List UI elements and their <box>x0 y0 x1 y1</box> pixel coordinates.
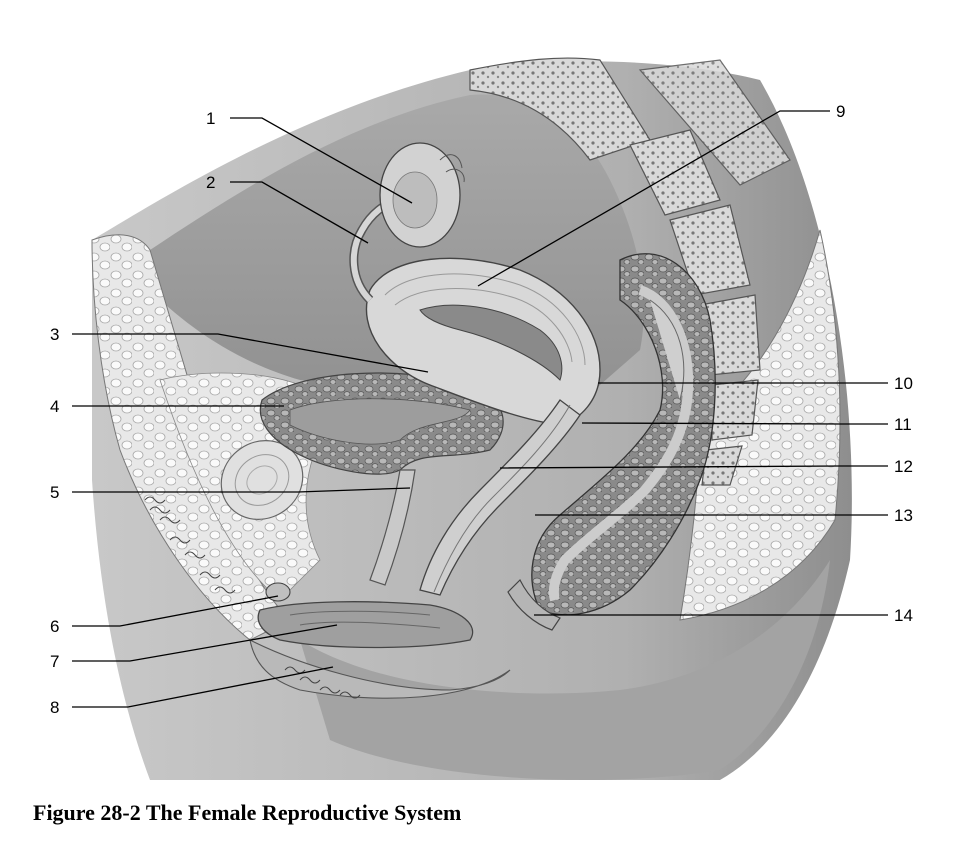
label-4: 4 <box>50 397 59 416</box>
pubic-hair <box>144 496 361 699</box>
leader-line-9 <box>477 110 830 287</box>
label-3: 3 <box>50 325 59 344</box>
leader-line-5 <box>72 487 411 493</box>
label-11: 11 <box>894 415 912 434</box>
leader-line-6 <box>72 595 279 627</box>
label-7: 7 <box>50 652 59 671</box>
pubic-bone <box>220 440 304 520</box>
figure-caption: Figure 28-2 The Female Reproductive Syst… <box>33 800 462 825</box>
clitoris <box>265 582 291 602</box>
leader-line-12 <box>499 465 888 469</box>
labia <box>249 601 511 699</box>
leader-line-2 <box>230 181 369 244</box>
urinary-bladder <box>259 372 504 475</box>
label-14: 14 <box>894 606 913 625</box>
leader-line-1 <box>230 117 413 204</box>
leader-line-11 <box>581 422 888 425</box>
label-1: 1 <box>206 109 215 128</box>
leader-line-8 <box>72 666 334 708</box>
vagina <box>419 399 581 596</box>
urethra <box>369 469 416 586</box>
uterus <box>365 257 601 426</box>
label-6: 6 <box>50 617 59 636</box>
callout-labels: 1 2 3 4 5 6 7 8 9 10 11 12 13 14 <box>50 102 913 717</box>
label-12: 12 <box>894 457 913 476</box>
anatomy-illustration: 1 2 3 4 5 6 7 8 9 10 11 12 13 14 <box>50 57 913 781</box>
label-9: 9 <box>836 102 845 121</box>
label-13: 13 <box>894 506 913 525</box>
label-2: 2 <box>206 173 215 192</box>
label-5: 5 <box>50 483 59 502</box>
ovary <box>379 142 465 248</box>
rectum <box>531 253 716 616</box>
leader-lines <box>72 110 888 708</box>
posterior-fat-layer <box>679 229 841 621</box>
anal-canal <box>507 578 561 631</box>
label-10: 10 <box>894 374 913 393</box>
leader-line-7 <box>72 624 338 662</box>
leader-line-3 <box>72 333 429 373</box>
label-8: 8 <box>50 698 59 717</box>
